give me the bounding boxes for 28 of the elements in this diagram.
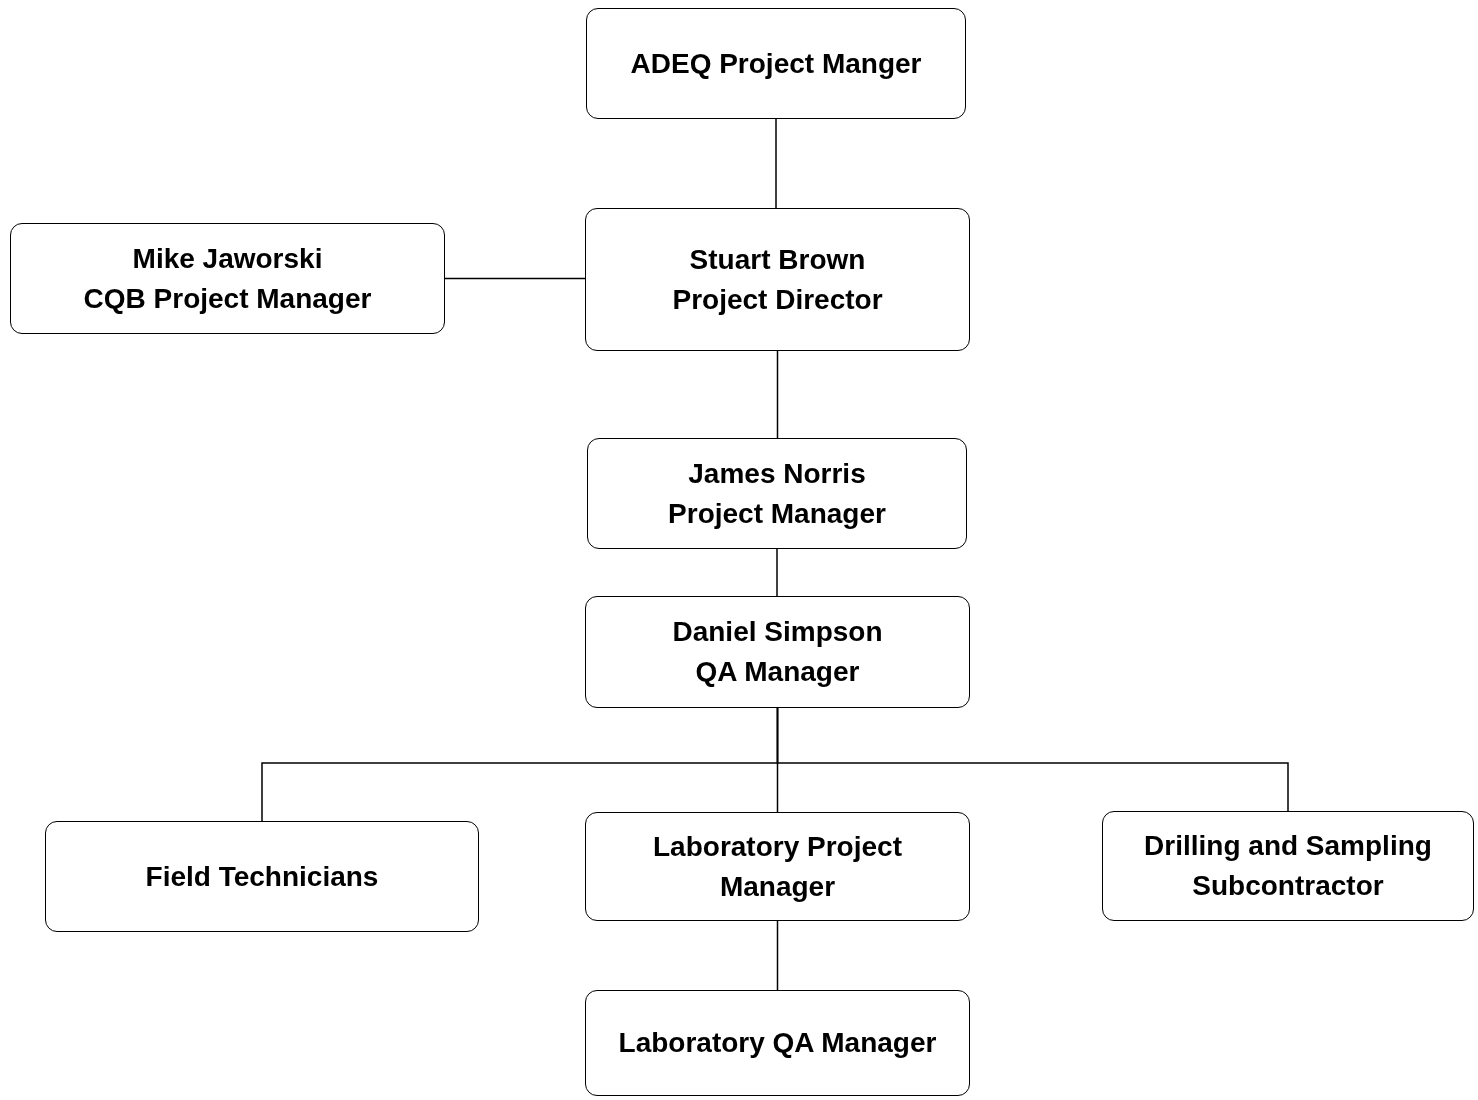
role-text: Laboratory QA Manager [618, 1026, 937, 1060]
role-text: Project Manager [668, 496, 886, 531]
role-box [45, 821, 479, 932]
role-text: Laboratory Project Manager [652, 829, 903, 904]
role-box [10, 223, 445, 334]
role-text: Drilling and Sampling Subcontractor [1143, 829, 1433, 903]
connector-line [444, 277, 586, 280]
role-text: Stuart Brown [689, 242, 866, 277]
role-box [585, 990, 970, 1096]
connector-line [776, 920, 779, 991]
role-text: Mike Jaworski [132, 241, 323, 276]
role-text: James Norris [688, 456, 866, 491]
role-box [586, 8, 966, 119]
connector-line [775, 118, 777, 209]
role-text: Project Director [672, 282, 883, 317]
connector-line [776, 707, 1289, 812]
role-box [1102, 811, 1474, 921]
role-box [585, 596, 970, 708]
role-box [585, 812, 970, 921]
role-text: ADEQ Project Manger [630, 46, 922, 81]
connector-line [776, 350, 779, 439]
connector-line [776, 548, 778, 597]
role-box [585, 208, 970, 351]
role-box [587, 438, 967, 549]
role-text: CQB Project Manager [83, 281, 372, 316]
role-text: Daniel Simpson [672, 615, 883, 649]
role-text: Field Technicians [145, 859, 379, 894]
role-text: QA Manager [695, 655, 860, 689]
